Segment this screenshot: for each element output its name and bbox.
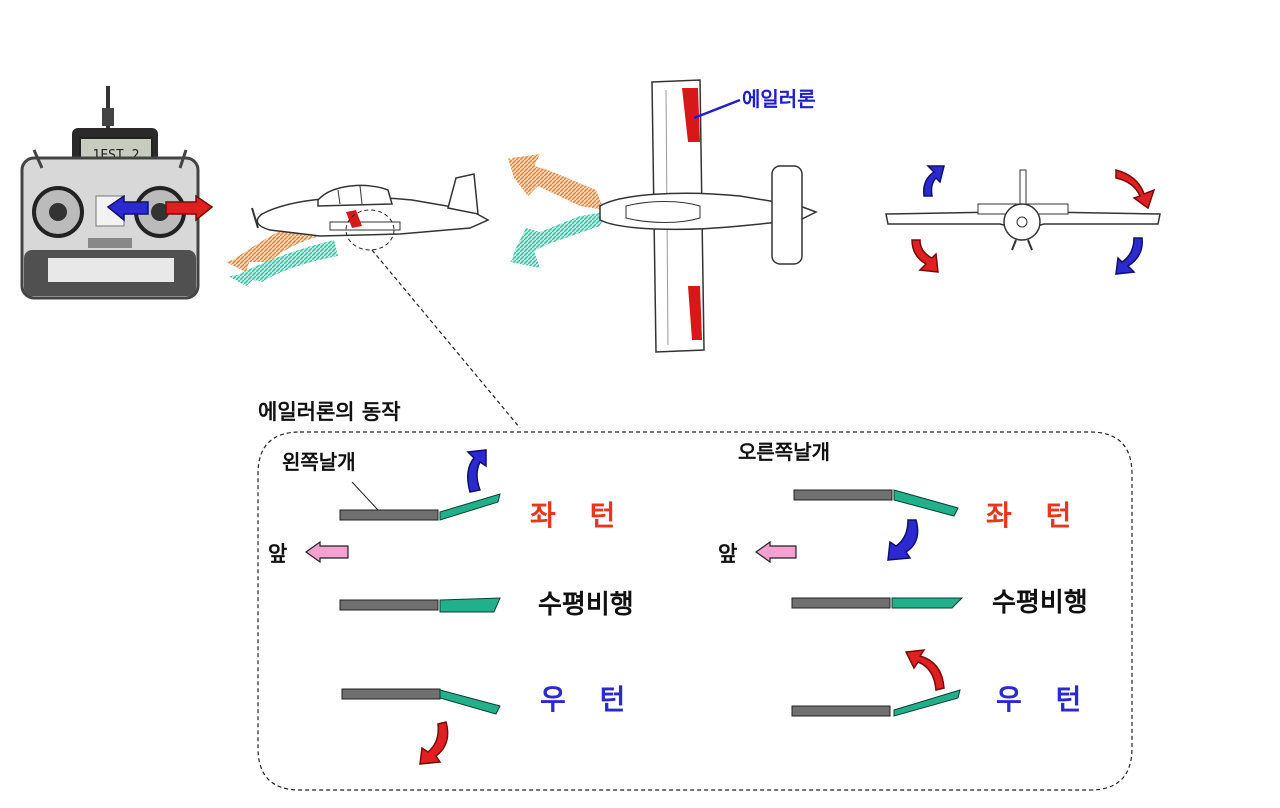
stick-right-arrow-icon [165,194,214,222]
left-front-arrow-icon [304,540,349,564]
zoom-leader-line [371,249,521,429]
left-wing-right-turn-wing [341,688,441,700]
left-wing-up-arrow-icon [466,449,487,493]
right-col-right-turn-label: 우 턴 [996,683,1094,716]
top-view-airplane [508,79,818,353]
left-wing-header: 왼쪽날개 [282,450,356,474]
left-wing-right-turn-aileron [439,689,501,715]
front-view-airplane [885,165,1161,275]
right-wing-left-turn-aileron [893,489,959,517]
right-col-left-turn-label: 좌 턴 [986,499,1084,532]
roll-arrow-top-left-icon [922,165,945,197]
right-wing-level-wing [791,597,891,609]
aileron-bottom-highlight [688,286,702,340]
roll-arrow-top-right-icon [1115,169,1156,210]
right-wing-down-arrow-icon [887,519,919,561]
right-col-level-label: 수평비행 [992,588,1088,618]
right-wing-left-turn-wing [793,489,893,501]
left-wing-left-turn-aileron [439,493,501,521]
side-view-airplane [226,173,490,286]
stick-left-arrow-icon [106,194,149,222]
aileron-top-highlight [682,88,700,142]
left-wing-left-turn-wing [339,509,439,521]
roll-arrow-bottom-left-icon [911,239,939,273]
left-wing-column [304,449,501,765]
right-front-arrow-icon [754,540,797,564]
right-wing-right-turn-wing [791,705,891,717]
left-col-right-turn-label: 우 턴 [540,683,638,716]
right-wing-level-aileron [891,597,964,609]
rc-transmitter: 1EST 2 [20,86,214,300]
left-col-level-label: 수평비행 [538,590,634,620]
roll-arrow-bottom-right-icon [1115,237,1143,275]
section-title: 에일러론의 동작 [258,400,401,424]
left-wing-level-aileron [439,597,501,613]
right-wing-right-turn-aileron [893,689,961,717]
right-wing-header: 오른쪽날개 [738,440,830,464]
right-wing-column [754,489,964,717]
aileron-callout-label: 에일러론 [742,87,816,111]
left-wing-level-wing [339,599,439,611]
left-front-label: 앞 [268,542,288,566]
detail-box-border [257,431,1133,791]
left-wing-down-arrow-icon [419,721,449,765]
left-col-left-turn-label: 좌 턴 [530,499,628,532]
right-front-label: 앞 [718,542,738,566]
right-wing-up-arrow-icon [904,649,945,691]
